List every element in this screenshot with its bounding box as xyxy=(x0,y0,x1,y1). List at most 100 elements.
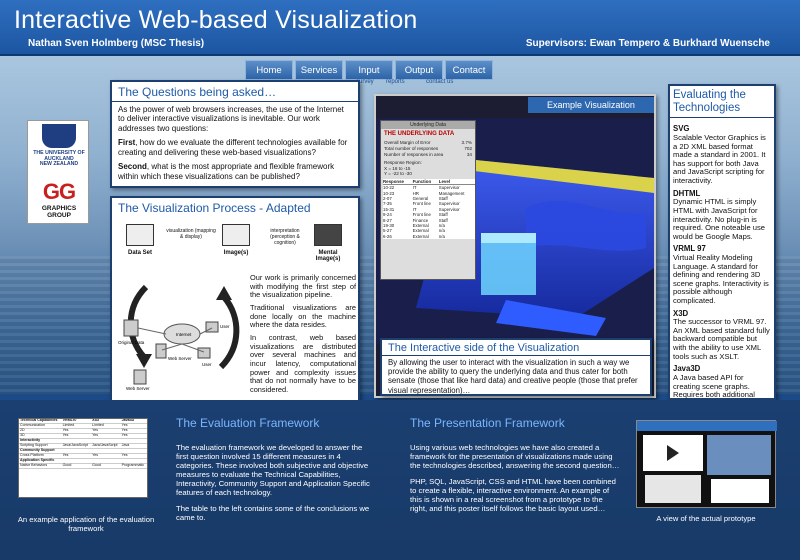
curved-arrow-icon-2 xyxy=(218,295,240,370)
evaluation-p1: The evaluation framework we developed to… xyxy=(176,443,370,497)
interactive-text: By allowing the user to interact with th… xyxy=(388,358,638,395)
evaluation-text: The evaluation framework we developed to… xyxy=(176,443,376,529)
example-visualization-tab[interactable]: Example Visualization xyxy=(528,97,654,113)
graphics-group-name: GRAPHICS GROUP xyxy=(41,205,77,220)
arrow-head-icon-2 xyxy=(216,286,232,300)
nav-home[interactable]: Home xyxy=(245,60,293,80)
presentation-title: The Presentation Framework xyxy=(410,416,565,430)
nav-output[interactable]: Output xyxy=(395,60,443,80)
tech-name-x3d: X3D xyxy=(673,308,689,318)
surface-ridge-yellow xyxy=(456,158,654,193)
presentation-p1: Using various web technologies we have a… xyxy=(410,443,620,470)
questions-second: Second, what is the most appropriate and… xyxy=(118,162,335,181)
nav-sub-contact[interactable]: contact us xyxy=(426,79,454,85)
nav-services[interactable]: Services xyxy=(295,60,343,80)
underlying-data-window[interactable]: Underlying Data THE UNDERLYING DATA Over… xyxy=(380,120,476,280)
surface-base-plane xyxy=(496,300,606,336)
data-window-title: Underlying Data xyxy=(381,121,475,130)
technologies-title: Evaluating the Technologies xyxy=(670,86,774,119)
mental-image-icon xyxy=(314,224,342,246)
process-p2: Traditional visualizations are done loca… xyxy=(250,302,356,330)
table-row: Interactivity xyxy=(19,438,147,444)
prototype-caption: A view of the actual prototype xyxy=(656,514,756,523)
presentation-text: Using various web technologies we have a… xyxy=(410,443,620,520)
tech-name-java3d: Java3D xyxy=(673,364,701,374)
nav-input[interactable]: Input xyxy=(345,60,393,80)
poster-supervisors: Supervisors: Ewan Tempero & Burkhard Wue… xyxy=(525,38,770,49)
table-row: Community Support xyxy=(19,448,147,454)
prototype-thumbnail xyxy=(637,421,777,503)
poster-header: Interactive Web-based Visualization Nath… xyxy=(0,0,800,56)
process-title: The Visualization Process - Adapted xyxy=(118,201,311,215)
process-p3: In contrast, web based visualizations ar… xyxy=(250,332,356,394)
svg-text:Internet: Internet xyxy=(176,332,192,337)
pipeline-arrow-interpretation: interpretation (perception & cognition) xyxy=(270,228,300,246)
tech-desc-svg: Scalable Vector Graphics is a 2D XML bas… xyxy=(673,133,766,185)
poster-author: Nathan Sven Holmberg (MSC Thesis) xyxy=(28,38,205,49)
process-panel: The Visualization Process - Adapted Data… xyxy=(110,196,360,404)
nav-sub-reports[interactable]: reports xyxy=(386,79,405,85)
pipeline-step-images: Image(s) xyxy=(223,250,249,256)
speaker-icon xyxy=(667,445,679,461)
surface-peak xyxy=(526,201,646,251)
poster-title: Interactive Web-based Visualization xyxy=(14,6,418,34)
nav-bar: Home Services Input Output Contact xyxy=(245,60,495,80)
data-region-label: Response Region: xyxy=(384,160,422,166)
arrow-head-icon xyxy=(136,354,152,368)
nav-contact[interactable]: Contact xyxy=(445,60,493,80)
svg-text:User: User xyxy=(220,324,230,329)
data-region-y: Y = -22 to -30 xyxy=(384,171,412,177)
pipeline-step-dataset: Data Set xyxy=(127,250,152,256)
dataset-icon xyxy=(126,224,154,246)
presentation-p2: PHP, SQL, JavaScript, CSS and HTML have … xyxy=(410,477,616,513)
svg-text:Web Server: Web Server xyxy=(168,356,192,361)
evaluation-title: The Evaluation Framework xyxy=(176,416,320,430)
evaluation-caption: An example application of the evaluation… xyxy=(17,515,155,533)
pipeline-diagram: Data Set visualization (mapping & displa… xyxy=(118,222,354,268)
university-name: THE UNIVERSITY OF AUCKLAND NEW ZEALAND xyxy=(33,150,85,168)
tech-name-svg: SVG xyxy=(673,124,690,134)
query-region-top xyxy=(481,233,536,243)
query-region-cube xyxy=(481,233,536,295)
pc-icon xyxy=(205,321,219,333)
nav-sub-survey[interactable]: survey xyxy=(356,79,374,85)
tech-desc-x3d: The successor to VRML 97. An XML based s… xyxy=(673,317,770,361)
process-p1: Our work is primarily concerned with mod… xyxy=(250,273,356,300)
data-window-heading: THE UNDERLYING DATA xyxy=(384,131,455,138)
data-region-x: X = 16 to -15 xyxy=(384,165,411,171)
logo-panel: THE UNIVERSITY OF AUCKLAND NEW ZEALAND G… xyxy=(27,120,89,224)
server-icon-2 xyxy=(155,343,167,359)
network-diagram: Original Data Web Server Internet User W… xyxy=(118,284,240,391)
questions-intro: As the power of web browsers increases, … xyxy=(118,105,344,133)
questions-title: The Questions being asked… xyxy=(112,82,358,102)
prototype-screenshot xyxy=(636,420,777,508)
monitor-icon xyxy=(222,224,250,246)
pipeline-arrow-visualization: visualization (mapping & display) xyxy=(166,228,216,240)
graphics-group-logo: GG xyxy=(42,179,76,204)
technologies-panel: Evaluating the Technologies SVG Scalable… xyxy=(668,84,776,425)
interactive-title: The Interactive side of the Visualizatio… xyxy=(382,340,650,356)
table-row: Application Specific xyxy=(19,458,147,464)
questions-first: First, how do we evaluate the different … xyxy=(118,138,348,157)
tech-desc-dhtml: Dynamic HTML is simply HTML with JavaScr… xyxy=(673,197,766,241)
interactive-panel: The Interactive side of the Visualizatio… xyxy=(380,338,652,396)
